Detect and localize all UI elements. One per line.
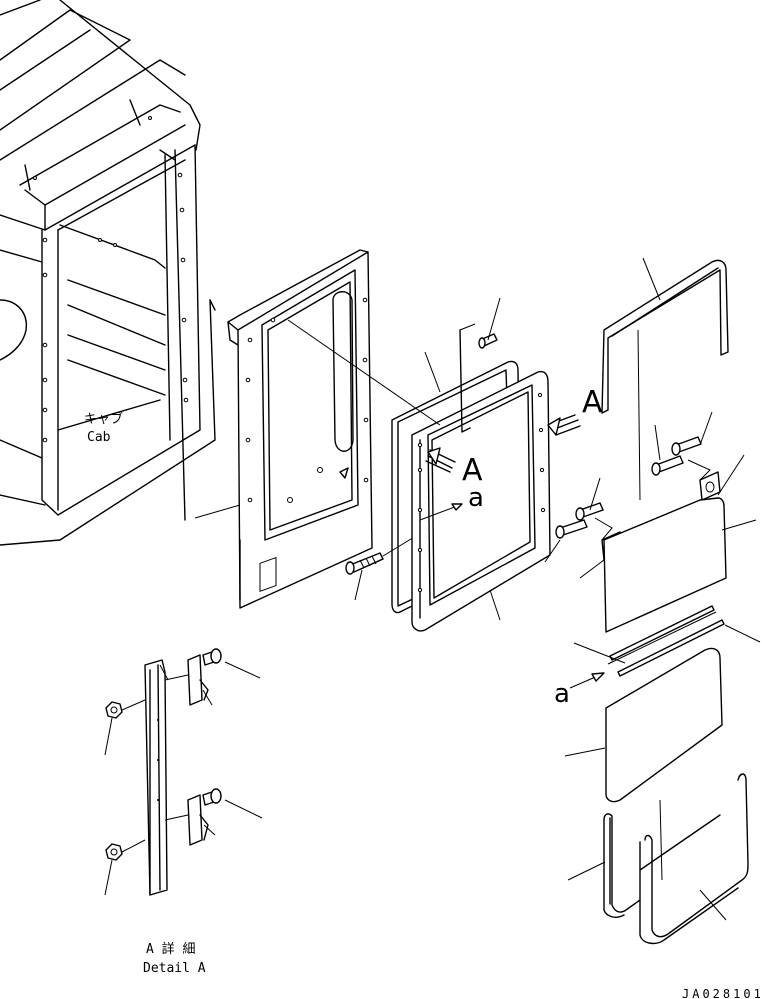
lower-small-a: a — [554, 679, 570, 709]
small-arrow-a — [419, 503, 463, 521]
detail-title-jp: A 詳 細 — [146, 941, 195, 957]
alignment-line — [287, 319, 441, 426]
lower-seal-left — [603, 813, 641, 918]
cab-label-jp: キャブ — [84, 411, 123, 427]
cab-label-en: Cab — [87, 430, 111, 445]
detail-mark-a: A — [462, 453, 483, 488]
view-arrow-a — [547, 414, 581, 436]
cab-body — [0, 0, 216, 546]
lower-seal-right — [639, 773, 749, 945]
detail-title-en: Detail A — [143, 961, 206, 976]
drawing-number: JA028101 — [682, 987, 762, 999]
top-screw — [459, 323, 498, 433]
view-arrow-label: A — [582, 385, 603, 420]
upper-seal — [601, 259, 729, 501]
leader-lines — [104, 257, 761, 921]
lower-glass — [605, 647, 723, 803]
upper-glass — [603, 497, 727, 633]
detail-mark-small-a: a — [468, 483, 484, 513]
small-arrow-lower-a — [569, 672, 605, 689]
detail-a-drawing — [105, 648, 222, 896]
side-panel — [227, 249, 373, 609]
middle-strips — [607, 605, 725, 677]
detail-arrow-a — [425, 447, 456, 473]
